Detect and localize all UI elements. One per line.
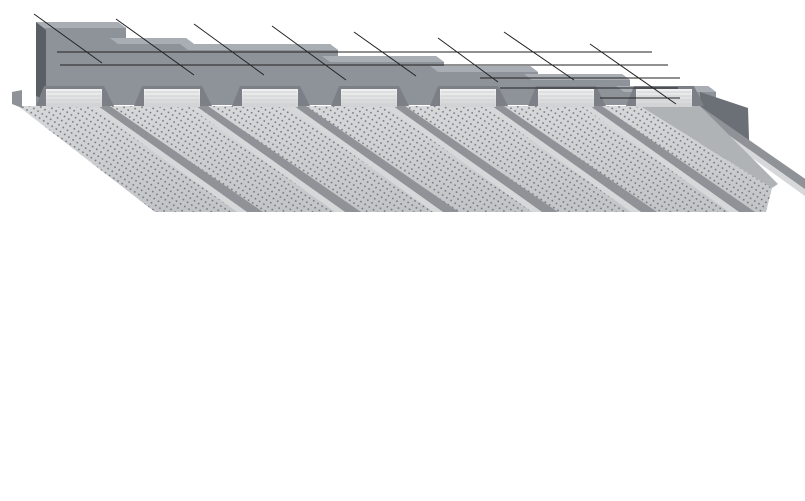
- perforated-deck-layer: [12, 90, 805, 212]
- deck-rib-highlight: [286, 106, 443, 212]
- rib-insert-fill: [46, 89, 102, 107]
- insulation-block-top: [524, 74, 630, 80]
- leader-line: [437, 37, 499, 83]
- insulation-block-top: [36, 22, 126, 28]
- deck-left-lip: [12, 90, 22, 108]
- leader-line: [353, 31, 417, 77]
- deck-rib-shadow: [590, 106, 755, 212]
- leader-line: [271, 25, 347, 81]
- rib-insert: [430, 86, 508, 107]
- leader-line: [193, 23, 265, 76]
- deck-rib-highlight: [385, 106, 542, 212]
- leader-lines-layer: [33, 13, 680, 105]
- deck-rib-shadow: [393, 106, 558, 212]
- deck-rib-shadow: [196, 106, 361, 212]
- leader-line: [589, 43, 677, 105]
- rib-insert-fill: [440, 89, 496, 107]
- insulation-block: [36, 22, 126, 105]
- leader-line: [115, 18, 195, 76]
- deck-rib-shadow: [492, 106, 657, 212]
- rib-insert: [134, 86, 212, 107]
- insulation-block-top: [180, 44, 338, 50]
- rib-insert: [528, 86, 606, 107]
- leader-line: [33, 13, 103, 64]
- deck-edge-lip: [640, 106, 778, 188]
- leader-line: [503, 31, 575, 81]
- insulation-block-top: [110, 38, 194, 44]
- rib-insert: [232, 86, 310, 107]
- deck-rib-highlight: [582, 106, 739, 212]
- rib-insulation-inserts-layer: [36, 86, 704, 107]
- rib-insert-fill: [538, 89, 594, 107]
- insulation-block-left-edge: [36, 22, 46, 100]
- rib-insert-fill: [341, 89, 397, 107]
- rib-insert-fill: [242, 89, 298, 107]
- deck-rib-shadow: [98, 106, 263, 212]
- deck-rib-highlight: [188, 106, 345, 212]
- deck-rib-highlight: [90, 106, 247, 212]
- rib-insert-fill: [144, 89, 200, 107]
- insulation-block-top: [322, 56, 444, 62]
- insulation-block-top: [430, 66, 538, 72]
- deck-rib-shadow: [294, 106, 459, 212]
- rib-insert: [331, 86, 409, 107]
- rib-insert: [36, 86, 114, 107]
- deck-rib-highlight: [484, 106, 641, 212]
